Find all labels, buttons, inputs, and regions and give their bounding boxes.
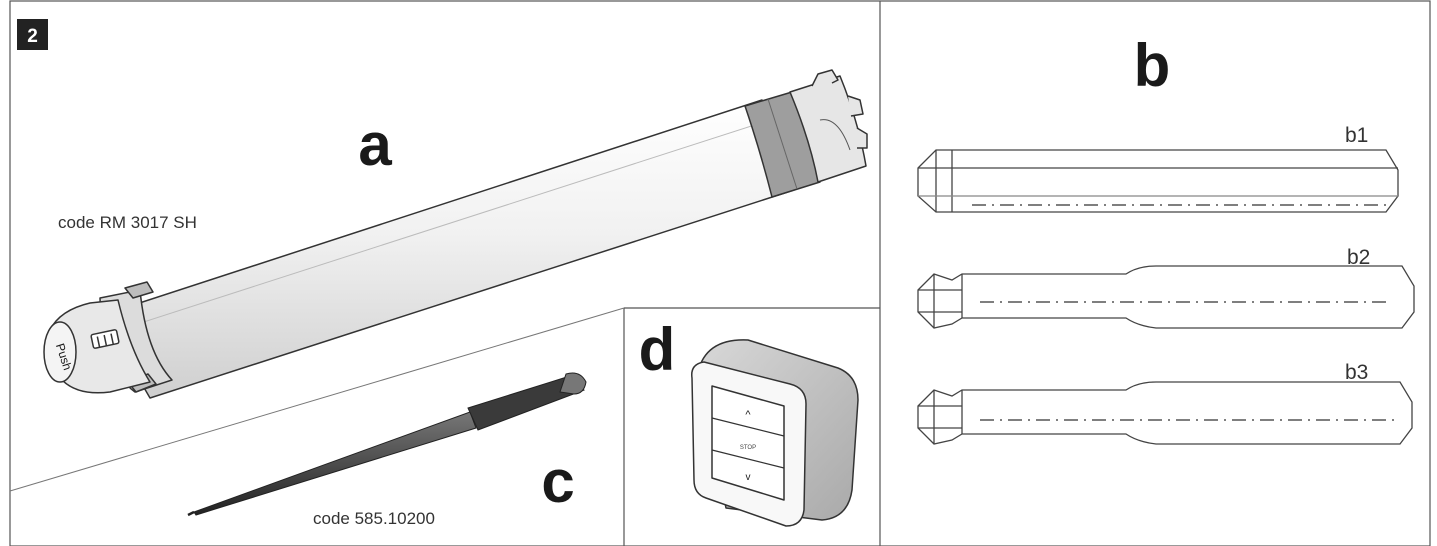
shaft-b1-label: b1 — [1345, 124, 1368, 147]
figure-badge: 2 — [17, 19, 48, 50]
motor-code: code RM 3017 SH — [58, 213, 197, 232]
label-c: c — [541, 448, 574, 515]
tool-code: code 585.10200 — [313, 509, 435, 528]
shaft-b2 — [917, 265, 1415, 329]
push-cap — [43, 321, 77, 383]
label-b: b — [1134, 32, 1171, 99]
label-d: d — [639, 316, 676, 383]
outer-frame — [9, 0, 1431, 546]
switch-down-label: v — [746, 472, 751, 483]
switch-stop-label: STOP — [740, 445, 756, 451]
panel-frames — [9, 0, 1431, 546]
switch-up-label: ^ — [745, 409, 751, 421]
shaft-b3 — [917, 381, 1413, 445]
label-a: a — [358, 111, 392, 178]
tube-highlight — [124, 119, 771, 329]
switch-keypad — [711, 385, 785, 501]
floor-line — [9, 307, 625, 492]
shaft-b1 — [917, 149, 1399, 213]
shaft-b2-label: b2 — [1347, 246, 1370, 269]
installation-tool — [187, 372, 587, 517]
tubular-motor — [43, 69, 868, 399]
shaft-b3-label: b3 — [1345, 361, 1368, 384]
wall-switch — [691, 339, 859, 527]
svg-text:2: 2 — [27, 26, 38, 47]
